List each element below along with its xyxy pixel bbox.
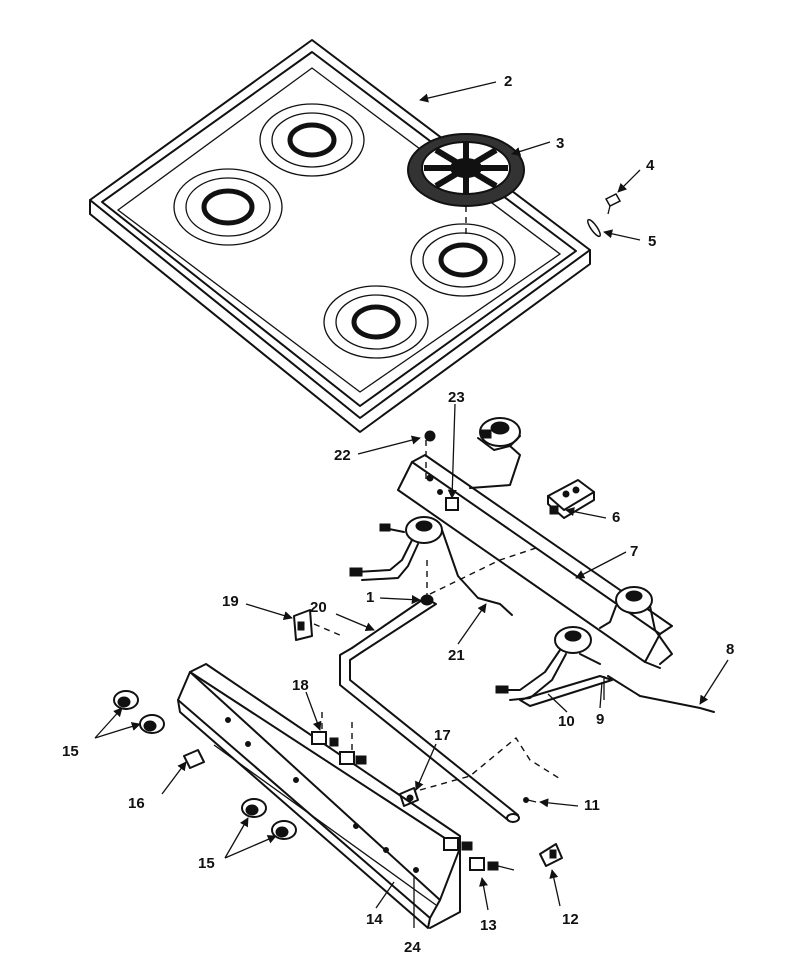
leader-lines: [94, 81, 729, 928]
part-5-pin: [587, 218, 601, 238]
burner-ring-right: [410, 223, 516, 297]
knob-bottom-2: [271, 820, 297, 840]
callout-17: 17: [434, 727, 451, 744]
burner-grate: [407, 133, 525, 236]
callout-2: 2: [504, 73, 512, 90]
part-1-orifice: [420, 560, 434, 606]
ignition-wires: [425, 440, 715, 713]
callout-5: 5: [648, 233, 656, 250]
part-4-spring-clip: [604, 193, 622, 215]
callout-21: 21: [448, 647, 465, 664]
burner-ring-left: [173, 168, 283, 246]
callout-11: 11: [584, 797, 600, 814]
callout-18: 18: [292, 677, 309, 694]
callout-9: 9: [596, 711, 604, 728]
callout-7: 7: [630, 543, 638, 560]
callout-15-bottom: 15: [198, 855, 215, 872]
knob-top-left-2: [139, 714, 165, 734]
callout-3: 3: [556, 135, 564, 152]
manifold-support-bar: [397, 454, 673, 669]
burner-ring-top: [259, 103, 365, 177]
knob-top-left-1: [113, 690, 139, 710]
callout-16: 16: [128, 795, 145, 812]
callout-6: 6: [612, 509, 620, 526]
valve-group-13: [443, 837, 515, 871]
burner-front-right: [495, 626, 601, 701]
part-22-screw: [424, 430, 436, 442]
callout-1: 1: [366, 589, 374, 606]
cooktop-panel: [89, 39, 591, 433]
part-11-screw: [523, 797, 537, 803]
callout-14: 14: [366, 911, 383, 928]
part-9-10-bracket: [519, 675, 613, 707]
callout-23: 23: [448, 389, 465, 406]
callout-4: 4: [646, 157, 655, 174]
callout-15-top: 15: [62, 743, 79, 760]
callout-24: 24: [404, 939, 421, 956]
callout-12: 12: [562, 911, 579, 928]
part-19-bracket: [293, 609, 343, 641]
part-16-clip: [183, 749, 205, 769]
part-17-clip: [399, 787, 419, 807]
burner-ring-bottom: [323, 285, 429, 359]
knob-bottom-1: [241, 798, 267, 818]
burner-front-left: [349, 516, 443, 581]
burner-rear-far-right: [599, 586, 673, 665]
callout-8: 8: [726, 641, 734, 658]
part-12-bracket: [539, 843, 563, 867]
ignition-module: [547, 479, 595, 519]
dashed-harness: [419, 736, 563, 791]
callout-labels: 2 3 4 5 23 22 6 7 1 19 20 21 8 18 9 10 1…: [62, 73, 734, 956]
callout-10: 10: [558, 713, 575, 730]
callout-19: 19: [222, 593, 239, 610]
valve-group-18: [311, 712, 367, 765]
callout-20: 20: [310, 599, 327, 616]
burner-rear-right: [469, 417, 521, 489]
control-panel: [177, 663, 461, 929]
callout-13: 13: [480, 917, 497, 934]
callout-22: 22: [334, 447, 351, 464]
part-23-bracket: [445, 497, 459, 511]
